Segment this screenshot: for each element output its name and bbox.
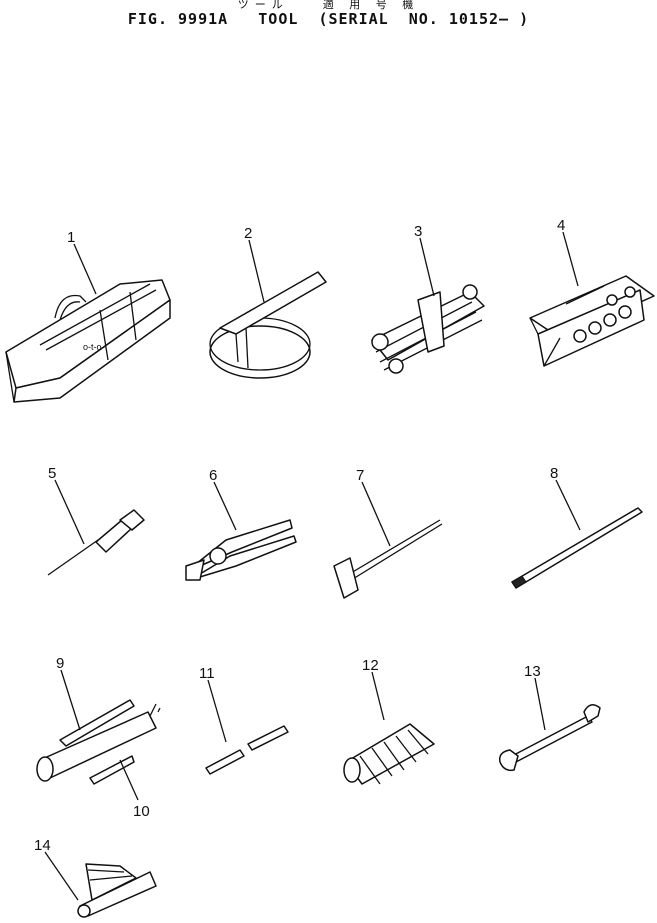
wrench-set-drawing xyxy=(371,284,485,374)
callout-7: 7 xyxy=(356,467,364,484)
callout-1: 1 xyxy=(67,229,75,246)
tool-bag-drawing: o-t-o xyxy=(5,279,171,403)
bar-drawing xyxy=(511,507,643,589)
hammer-drawing xyxy=(333,519,443,599)
feeler-gauge-drawing xyxy=(77,863,157,918)
callout-10: 10 xyxy=(133,803,150,820)
pliers-drawing xyxy=(185,519,297,581)
callout-12: 12 xyxy=(362,657,379,674)
adapter-drawing xyxy=(205,725,289,775)
socket-set-drawing xyxy=(529,275,655,367)
callout-9: 9 xyxy=(56,655,64,672)
callout-11: 11 xyxy=(199,665,215,682)
callout-8: 8 xyxy=(550,465,558,482)
callout-5: 5 xyxy=(48,465,56,482)
screwdriver-drawing xyxy=(47,509,145,576)
japanese-title: ツール 適 用 号 機 xyxy=(237,0,420,11)
filter-element-drawing xyxy=(343,723,435,785)
callout-14: 14 xyxy=(34,837,51,854)
figure-title: FIG. 9991A TOOL (SERIAL NO. 10152— ) xyxy=(127,10,530,28)
callout-4: 4 xyxy=(557,217,565,234)
callout-2: 2 xyxy=(244,225,252,242)
leader-lines xyxy=(44,231,581,901)
grease-gun-drawing xyxy=(36,699,161,782)
callout-6: 6 xyxy=(209,467,217,484)
callout-3: 3 xyxy=(414,223,422,240)
open-wrench-drawing xyxy=(498,704,601,772)
svg-text:o-t-o: o-t-o xyxy=(83,342,102,352)
extension-drawing xyxy=(89,755,135,785)
filter-wrench-drawing xyxy=(209,271,327,379)
callout-13: 13 xyxy=(524,663,541,680)
